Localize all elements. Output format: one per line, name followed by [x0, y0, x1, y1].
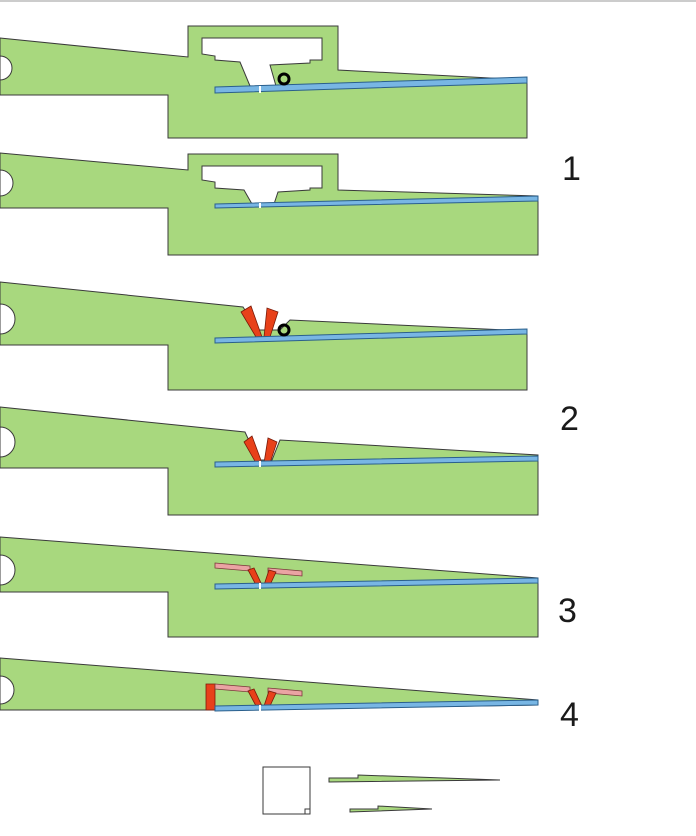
- panel-1b-pivot: [0, 169, 14, 197]
- panel-2b-strip: [214, 455, 539, 468]
- panel-2a: [0, 281, 528, 391]
- panel-3-flap-right: [267, 567, 303, 577]
- step-label-2: 2: [560, 400, 579, 438]
- panel-2a-roller: [277, 323, 291, 337]
- square-piece: [262, 766, 311, 815]
- step-label-4: 4: [560, 696, 579, 734]
- step-label-3: 3: [558, 592, 577, 630]
- panel-2b-pivot: [0, 426, 16, 458]
- panel-1a-roller: [277, 72, 291, 86]
- panel-4-strip: [214, 699, 539, 712]
- square-piece-notch: [304, 808, 311, 815]
- panel-2a-strip: [214, 328, 528, 344]
- panel-1a: [0, 25, 528, 139]
- panel-1b: [0, 152, 539, 256]
- panel-1b-strip: [214, 195, 539, 209]
- panel-4-end-block: [205, 683, 216, 711]
- panel-3-strip: [214, 577, 539, 590]
- panel-3-pivot: [0, 554, 16, 586]
- panel-4: [0, 657, 539, 712]
- panel-4-pivot: [0, 675, 15, 705]
- panel-2b: [0, 406, 539, 516]
- component-pieces: [262, 766, 501, 815]
- step-label-1: 1: [562, 150, 581, 188]
- panel-1a-pivot: [0, 55, 13, 81]
- short-wedge-piece: [349, 805, 433, 813]
- panel-4-flap-right: [267, 687, 303, 697]
- panel-1a-strip: [214, 76, 528, 94]
- long-wedge-piece: [328, 774, 501, 783]
- panel-2a-pivot: [0, 303, 16, 335]
- panel-3: [0, 536, 539, 638]
